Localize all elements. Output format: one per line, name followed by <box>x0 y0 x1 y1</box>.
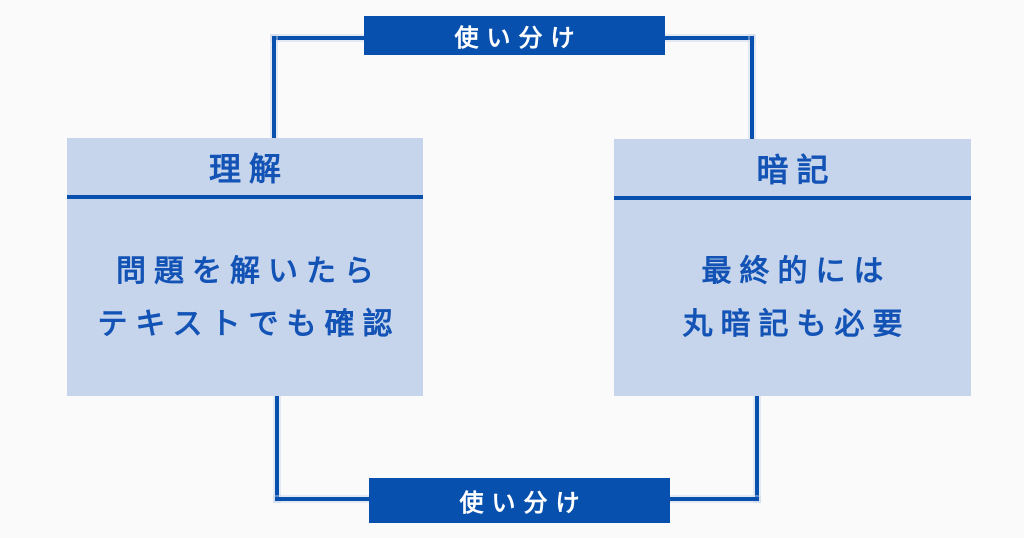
node-body-line: 最終的には <box>701 255 892 288</box>
node-body-line: 問題を解いたら <box>116 254 382 288</box>
connector-bottom-left-horizontal <box>275 497 369 501</box>
bridge-label-top: 使い分け <box>364 16 665 55</box>
node-box-understanding: 理解 問題を解いたら テキストでも確認 <box>67 138 423 396</box>
connector-top-left-vertical <box>272 36 276 138</box>
connector-top-right-vertical <box>750 36 754 139</box>
node-box-memorization: 暗記 最終的には 丸暗記も必要 <box>614 139 971 396</box>
connector-bottom-left-vertical <box>275 396 279 501</box>
bridge-label-bottom: 使い分け <box>369 478 670 523</box>
bridge-label-bottom-text: 使い分け <box>459 490 588 517</box>
connector-top-right-horizontal <box>663 36 753 40</box>
connector-bottom-right-horizontal <box>670 497 759 501</box>
connector-bottom-right-vertical <box>755 396 759 501</box>
node-body-line: テキストでも確認 <box>97 307 401 341</box>
node-body-line: 丸暗記も必要 <box>682 308 911 341</box>
node-body-understanding: 問題を解いたら テキストでも確認 <box>67 199 423 396</box>
connector-top-left-horizontal <box>272 36 364 40</box>
node-body-memorization: 最終的には 丸暗記も必要 <box>614 200 971 396</box>
node-title-understanding: 理解 <box>67 138 423 199</box>
node-title-memorization: 暗記 <box>614 139 971 200</box>
bridge-label-top-text: 使い分け <box>454 25 583 52</box>
